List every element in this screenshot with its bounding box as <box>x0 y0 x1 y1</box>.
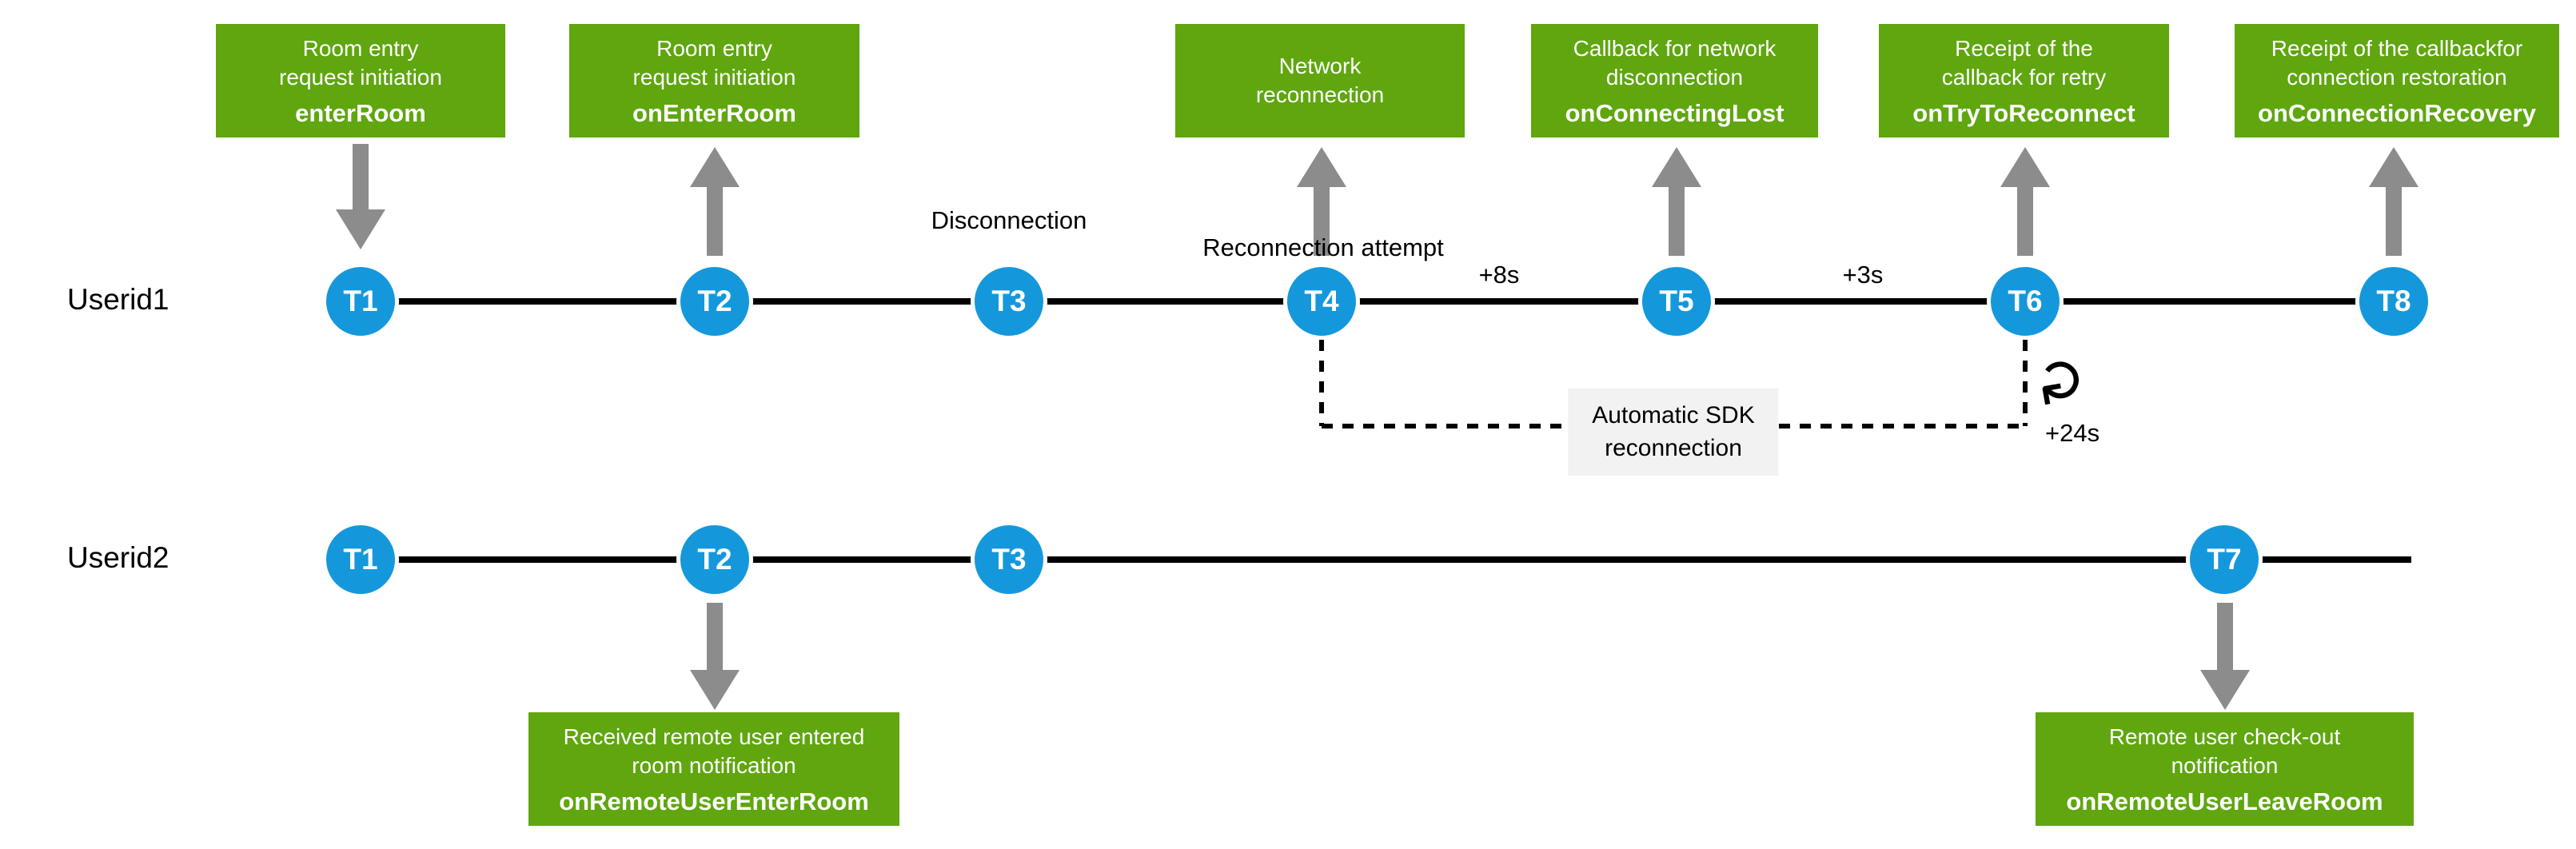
arrow-up-on-try-to-reconnect <box>2000 147 2050 256</box>
event-callback-name: onTryToReconnect <box>1912 99 2135 128</box>
label-plus-24s: +24s <box>2045 419 2100 447</box>
arrow-down-enter-room <box>336 144 385 249</box>
node-u2-t3: T3 <box>971 521 1047 598</box>
timeline-userid2 <box>361 556 2411 563</box>
event-callback-name: onRemoteUserLeaveRoom <box>2066 787 2383 816</box>
event-box-on-enter-room: Room entry request initiation onEnterRoo… <box>569 24 859 138</box>
node-u1-t1: T1 <box>322 263 399 340</box>
lane-label-userid2: Userid2 <box>67 541 169 574</box>
arrow-up-on-enter-room <box>690 147 740 256</box>
event-desc: Received remote user entered room notifi… <box>563 723 865 778</box>
event-callback-name: onEnterRoom <box>632 99 796 128</box>
node-u1-t8: T8 <box>2355 263 2432 340</box>
event-desc: Network reconnection <box>1255 53 1385 107</box>
event-box-on-remote-user-enter-room: Received remote user entered room notifi… <box>528 712 899 826</box>
label-reconnection-attempt: Reconnection attempt <box>1202 233 1444 261</box>
node-u2-t1: T1 <box>322 521 399 598</box>
label-disconnection: Disconnection <box>931 206 1087 234</box>
event-callback-name: onRemoteUserEnterRoom <box>559 787 869 816</box>
arrow-up-on-connection-recovery <box>2369 147 2418 256</box>
dashed-line-to-t6 <box>2023 340 2028 426</box>
event-callback-name: onConnectingLost <box>1565 99 1784 128</box>
event-box-on-connection-recovery: Receipt of the callbackfor connection re… <box>2235 24 2559 138</box>
node-u1-t4: T4 <box>1283 263 1360 340</box>
arrow-down-on-remote-user-leave-room <box>2200 603 2250 710</box>
label-automatic-sdk-reconnection: Automatic SDK reconnection <box>1568 389 1779 476</box>
event-box-on-try-to-reconnect: Receipt of the callback for retry onTryT… <box>1879 24 2169 138</box>
label-plus-3s: +3s <box>1842 261 1884 289</box>
event-callback-name: enterRoom <box>295 99 426 128</box>
node-u1-t3: T3 <box>971 263 1047 340</box>
event-desc: Room entry request initiation <box>632 35 796 90</box>
event-box-network-reconnection: Network reconnection <box>1175 24 1465 138</box>
event-box-on-connecting-lost: Callback for network disconnection onCon… <box>1531 24 1818 138</box>
event-desc: Callback for network disconnection <box>1573 35 1776 90</box>
event-desc: Room entry request initiation <box>279 35 442 90</box>
event-box-enter-room: Room entry request initiation enterRoom <box>216 24 505 138</box>
event-desc: Receipt of the callbackfor connection re… <box>2271 35 2523 90</box>
retry-refresh-icon: ↻ <box>2024 349 2100 412</box>
lane-label-userid1: Userid1 <box>67 283 169 316</box>
arrow-up-on-connecting-lost <box>1652 147 1701 256</box>
node-u2-t2: T2 <box>676 521 753 598</box>
arrow-down-on-remote-user-enter-room <box>690 603 740 710</box>
event-box-on-remote-user-leave-room: Remote user check-out notification onRem… <box>2036 712 2414 826</box>
node-u1-t6: T6 <box>1987 263 2064 340</box>
timeline-userid1 <box>361 298 2394 305</box>
dashed-line-from-t4 <box>1319 340 1324 426</box>
event-desc: Remote user check-out notification <box>2108 723 2341 778</box>
event-desc: Receipt of the callback for retry <box>1941 35 2107 90</box>
event-callback-name: onConnectionRecovery <box>2258 99 2536 128</box>
node-u1-t2: T2 <box>676 263 753 340</box>
label-plus-8s: +8s <box>1478 261 1520 289</box>
node-u1-t5: T5 <box>1638 263 1715 340</box>
node-u2-t7: T7 <box>2186 521 2263 598</box>
arrow-up-network-reconnection <box>1297 147 1346 256</box>
